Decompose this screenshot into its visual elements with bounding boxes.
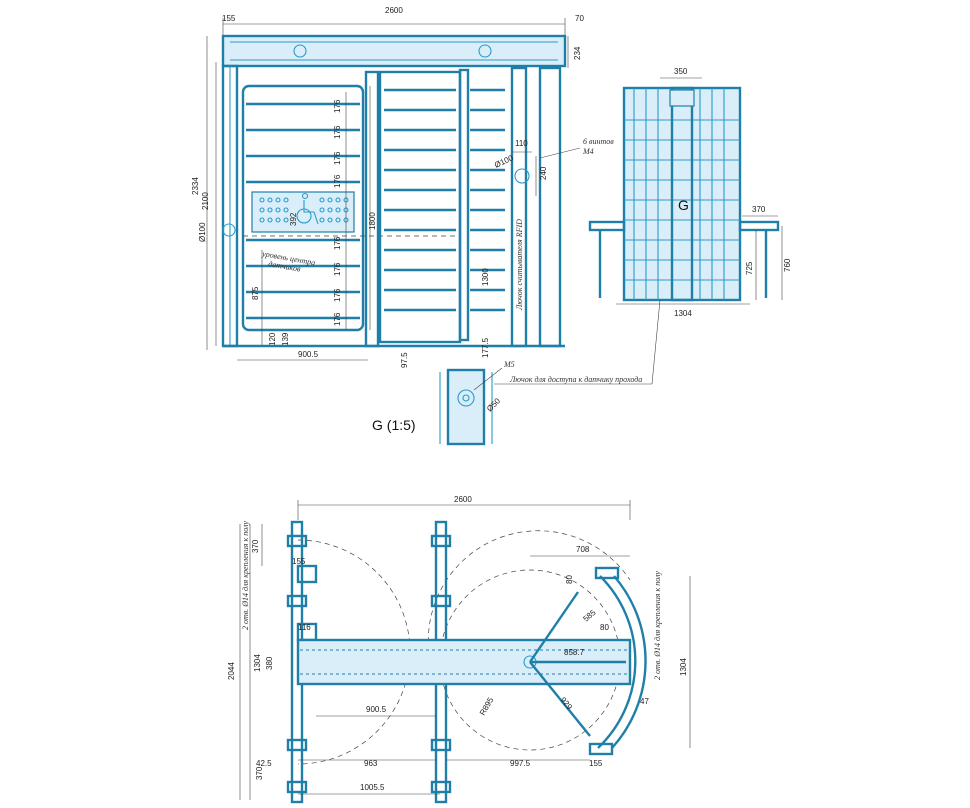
left-brackets <box>286 534 308 794</box>
side-dim-760: 760 <box>783 258 792 272</box>
svg-text:176: 176 <box>333 236 342 250</box>
bar-spacing-dims: 176 176 176 176 176 176 176 176 <box>333 92 347 330</box>
svg-text:176: 176 <box>333 288 342 302</box>
svg-text:176: 176 <box>333 151 342 165</box>
detail-title: G (1:5) <box>372 417 416 433</box>
rotor-bars <box>384 88 456 312</box>
dim-top-width: 2600 <box>385 6 403 15</box>
dim-reader-height: 1300 <box>481 268 490 286</box>
side-label-g: G <box>678 197 689 213</box>
plan-dim-708: 708 <box>576 545 590 554</box>
dim-875: 875 <box>251 286 260 300</box>
detail-dia: Ø50 <box>485 396 502 413</box>
front-view: 2600 155 70 2334 2100 234 Ø100 <box>191 6 614 368</box>
plan-dim-155b: 155 <box>589 759 603 768</box>
dim-inner-height: 2100 <box>201 192 210 210</box>
plan-dim-116: 116 <box>298 623 311 632</box>
plan-dim-370-bottom: 370 <box>255 766 264 780</box>
plan-note-holes-left: 2 отв. Ø14 для крепления к полу <box>241 521 250 630</box>
plan-dim-1304: 1304 <box>253 654 262 672</box>
plan-dim-929: 929 <box>558 696 574 712</box>
dim-110: 110 <box>515 139 528 148</box>
dim-total-height: 2334 <box>191 177 200 195</box>
side-dim-725: 725 <box>745 261 754 275</box>
plan-dim-2044: 2044 <box>227 662 236 680</box>
side-dim-arm: 370 <box>752 205 766 214</box>
svg-text:176: 176 <box>333 312 342 326</box>
plan-dim-155: 155 <box>292 557 306 566</box>
beam-studs <box>230 41 558 61</box>
svg-text:176: 176 <box>333 99 342 113</box>
dim-icon-size: 392 <box>289 212 298 226</box>
plan-dim-80: 80 <box>565 575 574 584</box>
detail-m5: M5 <box>503 360 515 369</box>
side-rods <box>624 88 740 300</box>
plan-view: 2600 <box>227 495 691 804</box>
side-dim-top: 350 <box>674 67 688 76</box>
dim-120: 120 <box>268 332 277 346</box>
dim-177: 177.5 <box>481 337 490 358</box>
dim-240: 240 <box>539 166 548 180</box>
svg-text:176: 176 <box>333 262 342 276</box>
plan-note-holes-right: 2 отв. Ø14 для крепления к полу <box>653 571 662 680</box>
plan-dim-top: 2600 <box>454 495 472 504</box>
plan-dim-997: 997.5 <box>510 759 531 768</box>
plan-dim-47: 47 <box>640 697 649 706</box>
wheelchair-icon <box>296 192 319 225</box>
side-view: 350 G 370 725 <box>494 67 792 385</box>
dim-left-offset: 155 <box>222 14 236 23</box>
plan-dim-1005: 1005.5 <box>360 783 385 792</box>
left-gate-bars <box>246 102 360 320</box>
plan-dim-diag: R895 <box>478 695 496 717</box>
note-rfid: Лючок считывателя RFID <box>515 219 524 311</box>
dim-gate-height: 1800 <box>368 212 377 230</box>
dim-right-offset: 70 <box>575 14 584 23</box>
right-rotor-bars <box>470 88 505 312</box>
plan-dim-900: 900.5 <box>366 705 387 714</box>
side-dim-width: 1304 <box>674 309 692 318</box>
plan-dim-42: 42.5 <box>256 759 272 768</box>
dim-139: 139 <box>281 332 290 346</box>
note-screws-2: M4 <box>582 147 594 156</box>
plan-dim-1304-right: 1304 <box>679 658 688 676</box>
dim-sensor-dia: Ø100 <box>198 222 207 242</box>
perforation <box>259 197 349 223</box>
dim-900: 900.5 <box>298 350 319 359</box>
svg-text:176: 176 <box>333 174 342 188</box>
side-note-access: Лючок для доступа к датчику прохода <box>509 375 642 384</box>
dim-beam-height: 234 <box>573 46 582 60</box>
note-screws: 6 винтов <box>583 137 614 146</box>
plan-dim-380: 380 <box>265 656 274 670</box>
plan-dim-370-top: 370 <box>251 539 260 553</box>
plan-dim-858: 858.7 <box>564 648 585 657</box>
dim-97: 97.5 <box>400 352 409 368</box>
plan-dim-80b: 80 <box>600 623 609 632</box>
plan-dim-963: 963 <box>364 759 378 768</box>
detail-g: M5 Ø50 G (1:5) <box>372 360 515 446</box>
plan-dim-585: 585 <box>582 608 598 624</box>
svg-text:176: 176 <box>333 125 342 139</box>
